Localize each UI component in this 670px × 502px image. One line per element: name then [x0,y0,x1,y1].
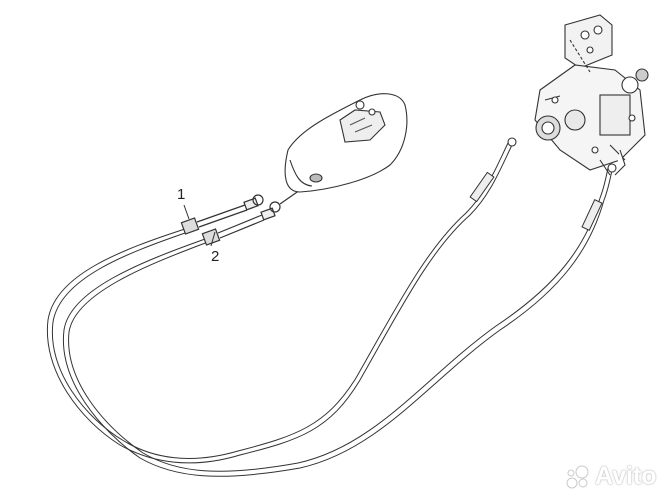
avito-logo-icon [566,465,589,488]
callout-2-leader [210,231,216,247]
callout-1-leader [183,204,190,220]
shifter-housing [284,93,408,193]
cable-2 [62,167,613,477]
callout-1: 1 [177,186,186,203]
cable-end-fittings [180,189,301,246]
cable-1 [46,142,513,464]
cable-bellows [469,171,603,231]
watermark-text: Avito [595,462,657,490]
callout-2: 2 [211,248,220,265]
transmission-shift-mechanism [507,14,649,176]
avito-watermark: Avito [565,462,657,491]
